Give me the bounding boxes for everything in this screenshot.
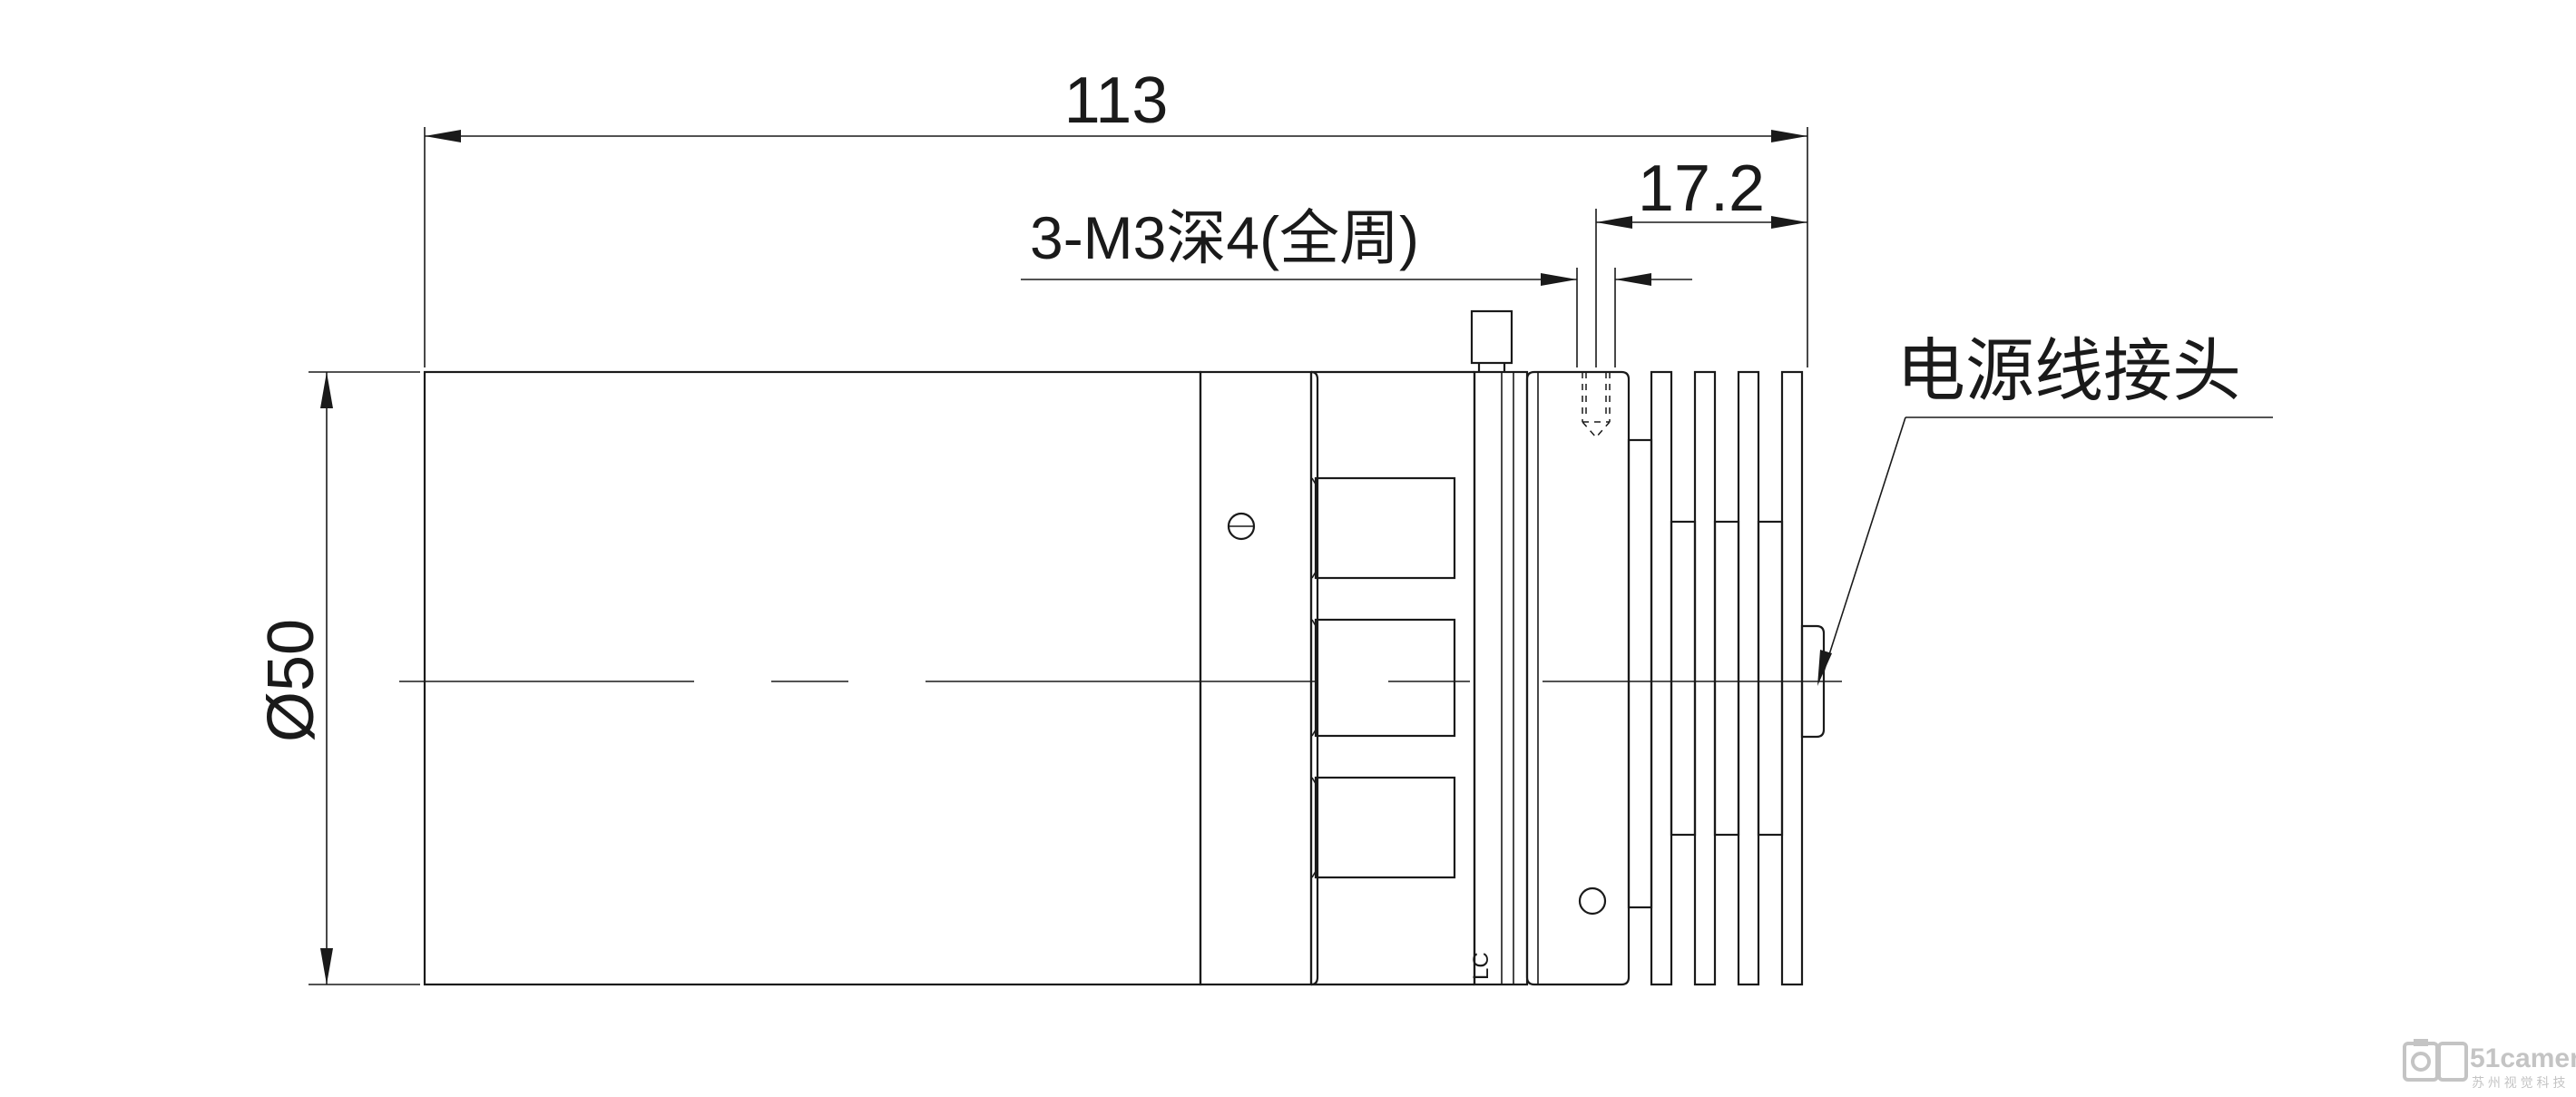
rear-ring	[1525, 370, 1631, 986]
rear-screw-hole-icon	[1578, 886, 1607, 916]
dimension-rear-length: 17.2	[1595, 152, 1807, 367]
screw-ring-section	[1199, 370, 1313, 986]
thread-hole-label: 3-M3深4(全周)	[1030, 204, 1419, 271]
dimension-overall-length: 113	[424, 64, 1808, 367]
power-connector-label: 电源线接头	[1896, 333, 2241, 410]
power-connector	[1800, 624, 1826, 739]
narrow-ring: LC	[1469, 370, 1529, 986]
hex-flats-section	[1309, 370, 1476, 986]
diameter-label: Ø50	[255, 619, 328, 742]
dimension-thread-hole: 3-M3深4(全周)	[1021, 204, 1692, 367]
watermark-brand: 51camera	[2470, 1043, 2576, 1073]
dimension-diameter: Ø50	[255, 371, 420, 985]
watermark-subtitle: 苏 州 视 觉 科 技	[2472, 1075, 2565, 1090]
watermark: 51camera 苏 州 视 觉 科 技	[2403, 1039, 2576, 1090]
locking-pin	[1470, 309, 1513, 372]
engraved-mark: LC	[1469, 952, 1494, 980]
lens-main-barrel	[423, 370, 1202, 986]
m3-threaded-hole	[1582, 372, 1611, 439]
screw-hole-icon	[1227, 512, 1256, 541]
overall-length-label: 113	[1064, 64, 1169, 137]
rear-length-label: 17.2	[1638, 152, 1765, 225]
power-connector-callout: 电源线接头	[1817, 333, 2273, 686]
heat-sink-fins	[1627, 370, 1804, 986]
camera-logo-icon	[2403, 1039, 2468, 1082]
